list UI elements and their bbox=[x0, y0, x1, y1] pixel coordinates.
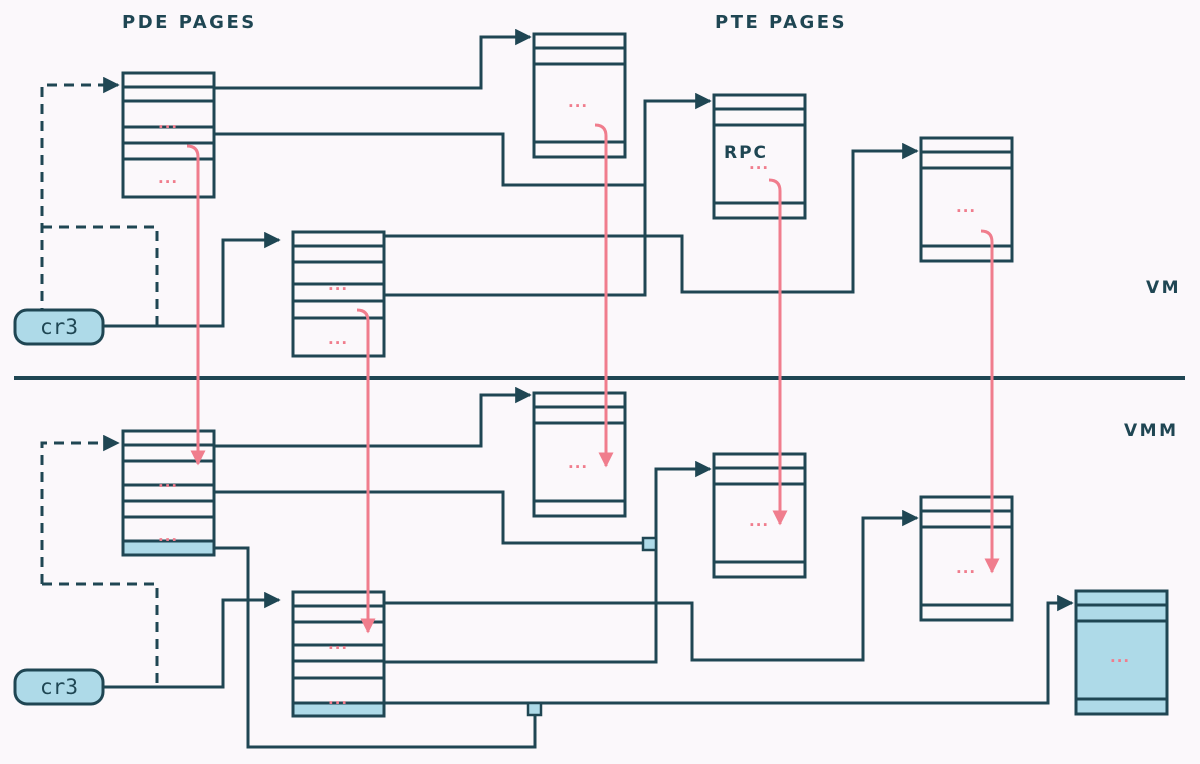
ellipsis: ... bbox=[568, 93, 588, 111]
pte-pages-label: PTE PAGES bbox=[715, 12, 847, 33]
connector-node bbox=[641, 536, 658, 552]
vm-cr3-link bbox=[103, 231, 281, 328]
pink-mapping-arrows bbox=[186, 123, 1000, 634]
ellipsis: ... bbox=[749, 155, 769, 173]
vm-cr3-dashed-link bbox=[42, 225, 159, 326]
ellipsis: ... bbox=[749, 512, 769, 530]
vm-self-map-dashed-link bbox=[40, 76, 120, 318]
pink-arrow-pte3 bbox=[980, 229, 1000, 574]
vmm-connectors bbox=[40, 386, 1074, 749]
vm-pte-page-1 bbox=[532, 32, 627, 159]
vm-pde-to-pte-link bbox=[215, 28, 532, 90]
vmm-cr3-label: cr3 bbox=[40, 675, 78, 699]
vmm-highlight-loop-link bbox=[215, 546, 537, 749]
vm-pde2-to-pte-link bbox=[385, 142, 919, 294]
pink-arrow-pte-rpc bbox=[768, 178, 788, 526]
ellipsis: ... bbox=[158, 169, 178, 187]
vm-pte-page-rpc bbox=[712, 93, 807, 220]
vm-connectors bbox=[40, 28, 919, 328]
ellipsis: ... bbox=[956, 198, 976, 216]
vmm-highlight-page-link bbox=[385, 594, 1074, 705]
vmm-pte-page2-link bbox=[385, 460, 712, 664]
vm-cr3-register[interactable]: cr3 bbox=[13, 308, 105, 346]
ellipsis: ... bbox=[158, 473, 178, 491]
ellipsis: ... bbox=[1110, 648, 1130, 666]
vm-label: VM bbox=[1146, 278, 1181, 298]
ellipsis: ... bbox=[328, 276, 348, 294]
vm-rpc-page-link bbox=[385, 92, 712, 297]
vmm-pde-branch-link bbox=[215, 490, 649, 545]
vm-pde-branch-link bbox=[215, 132, 645, 187]
ellipsis: ... bbox=[158, 114, 178, 132]
vm-pte-page-3 bbox=[919, 136, 1014, 263]
vmm-pte-page-2 bbox=[712, 452, 807, 579]
vmm-self-map-dashed-link bbox=[40, 434, 120, 584]
vmm-pde2-to-pte-link bbox=[385, 509, 919, 662]
ellipsis: ... bbox=[158, 527, 178, 545]
ellipsis: ... bbox=[328, 690, 348, 708]
vmm-cr3-dashed-link bbox=[42, 582, 159, 688]
ellipsis-labels: ... ... ... ... ... ... ... ... ... ... … bbox=[158, 93, 1130, 708]
vmm-cr3-register[interactable]: cr3 bbox=[13, 668, 105, 706]
ellipsis: ... bbox=[328, 330, 348, 348]
pde-pages-label: PDE PAGES bbox=[122, 12, 257, 33]
ellipsis: ... bbox=[568, 454, 588, 472]
vmm-tables bbox=[121, 391, 1169, 718]
connector-node bbox=[526, 701, 543, 717]
vmm-pte-page-3 bbox=[919, 495, 1014, 622]
ellipsis: ... bbox=[328, 635, 348, 653]
vm-cr3-label: cr3 bbox=[40, 315, 78, 339]
pink-arrow-pde1 bbox=[186, 144, 206, 466]
rpc-label: RPC bbox=[724, 143, 768, 163]
vmm-label: VMM bbox=[1124, 421, 1179, 441]
vmm-highlighted-page bbox=[1074, 589, 1169, 716]
pink-arrow-pte1 bbox=[594, 123, 614, 468]
vmm-cr3-link bbox=[103, 591, 281, 689]
vm-tables bbox=[121, 32, 1014, 358]
ellipsis: ... bbox=[956, 559, 976, 577]
vmm-pde-to-pte-link bbox=[215, 386, 532, 448]
pink-arrow-pde2 bbox=[356, 308, 376, 634]
